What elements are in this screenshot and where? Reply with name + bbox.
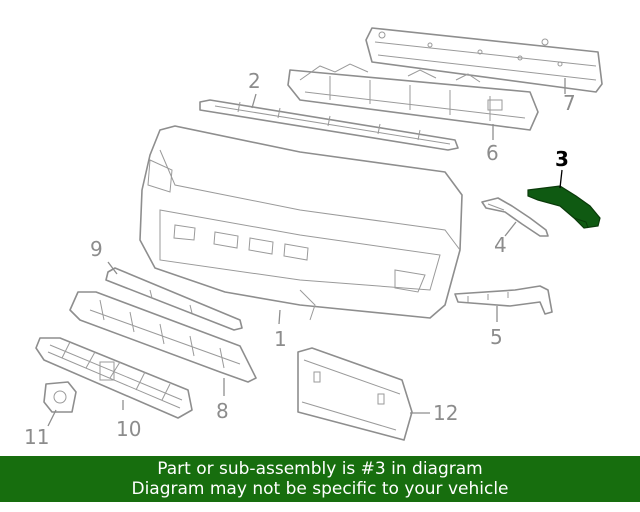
callout-2: 2 <box>248 69 261 93</box>
part-11-tow-hook-cover[interactable] <box>43 381 77 413</box>
banner-line-2: Diagram may not be specific to your vehi… <box>131 479 509 499</box>
callout-6: 6 <box>486 141 499 165</box>
part-9-lower-strip[interactable] <box>105 267 243 331</box>
part-3-bracket-highlighted[interactable] <box>527 185 601 229</box>
part-5-bracket[interactable] <box>454 285 553 315</box>
part-8-lower-grille-insert[interactable] <box>69 291 257 383</box>
callout-9: 9 <box>90 237 103 261</box>
leader-lines <box>47 78 566 427</box>
parts-diagram: 2 7 6 3 4 9 5 1 8 12 10 11 <box>24 27 603 449</box>
callout-7: 7 <box>563 91 576 115</box>
callout-10: 10 <box>116 417 141 441</box>
callout-1: 1 <box>274 327 287 351</box>
callout-labels: 2 7 6 3 4 9 5 1 8 12 10 11 <box>24 69 576 449</box>
part-1-bumper-fascia[interactable] <box>139 125 463 321</box>
callout-8: 8 <box>216 399 229 423</box>
callout-11: 11 <box>24 425 49 449</box>
callout-3: 3 <box>555 147 569 171</box>
callout-12: 12 <box>433 401 458 425</box>
callout-4: 4 <box>494 233 507 257</box>
part-2-upper-support[interactable] <box>199 99 459 151</box>
part-6-energy-absorber[interactable] <box>287 63 539 131</box>
info-banner: Part or sub-assembly is #3 in diagram Di… <box>0 456 640 502</box>
part-7-reinforcement-beam[interactable] <box>365 27 603 93</box>
part-4-side-bracket[interactable] <box>481 197 549 237</box>
part-12-license-plate-bracket[interactable] <box>297 347 413 441</box>
callout-5: 5 <box>490 325 503 349</box>
part-10-mesh-grille[interactable] <box>35 337 193 419</box>
banner-line-1: Part or sub-assembly is #3 in diagram <box>157 459 483 479</box>
